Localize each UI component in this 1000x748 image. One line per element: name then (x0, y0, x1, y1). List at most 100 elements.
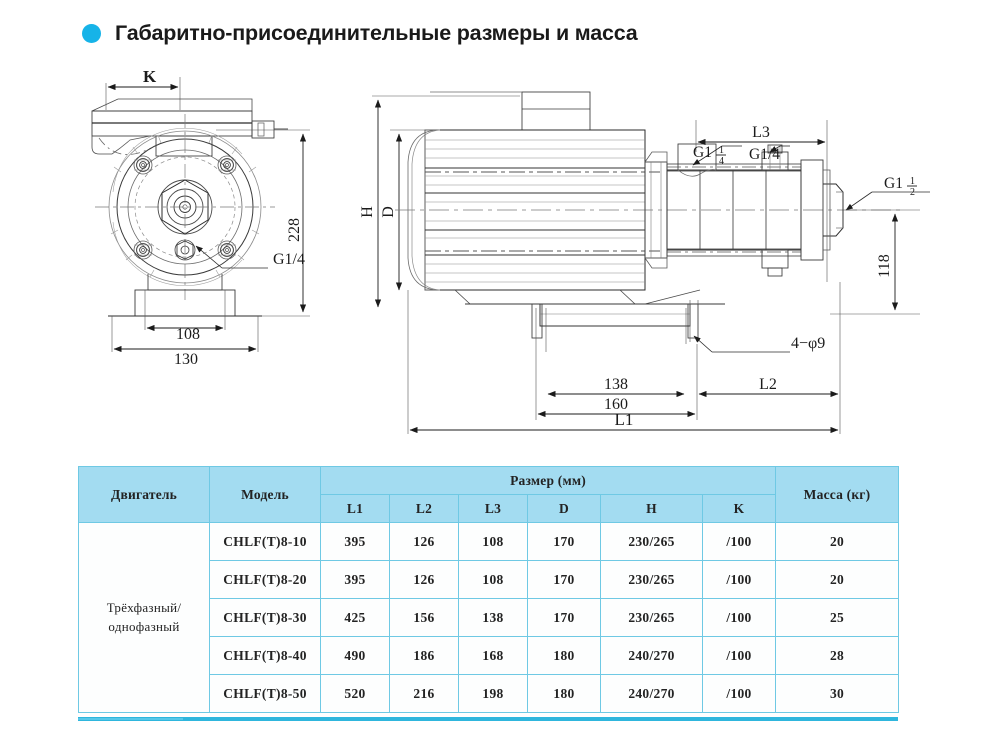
cell-k: /100 (701, 560, 777, 599)
dim-label-H: H (359, 206, 376, 218)
cell-l2: 216 (389, 674, 459, 713)
cell-h: 230/265 (600, 522, 703, 561)
cell-l1: 395 (320, 560, 390, 599)
callout-g1-4-side (769, 145, 790, 153)
table-bottom-rule-left (78, 718, 183, 720)
side-view-drawing (372, 91, 930, 434)
cell-l3: 198 (458, 674, 528, 713)
cell-l1: 395 (320, 522, 390, 561)
page-title-bar: Габаритно-присоединительные размеры и ма… (82, 14, 782, 52)
table-row: CHLF(T)8-40 490 186 168 180 240/270 /100… (79, 636, 900, 675)
cell-d: 170 (527, 560, 601, 599)
cell-k: /100 (701, 674, 777, 713)
title-bullet-icon (82, 23, 101, 43)
table-row: CHLF(T)8-50 520 216 198 180 240/270 /100… (79, 674, 900, 713)
cell-mass: 25 (775, 598, 900, 637)
dim-160 (535, 308, 698, 420)
spec-table-container: Двигатель Модель Размер (мм) Масса (кг) … (78, 466, 900, 713)
dim-K (105, 77, 181, 110)
table-row: CHLF(T)8-20 395 126 108 170 230/265 /100… (79, 560, 900, 599)
dim-label-108: 108 (176, 326, 200, 343)
dim-L1 (407, 290, 839, 434)
svg-text:4: 4 (719, 156, 724, 167)
table-head: Двигатель Модель Размер (мм) Масса (кг) … (78, 466, 900, 523)
dim-228 (216, 129, 310, 317)
dim-label-130: 130 (174, 351, 198, 368)
cell-model: CHLF(T)8-20 (209, 560, 321, 599)
callout-label-4phi9: 4−φ9 (791, 335, 825, 352)
table-row: CHLF(T)8-30 425 156 138 170 230/265 /100… (79, 598, 900, 637)
th-dim-l3: L3 (458, 494, 528, 523)
svg-text:1: 1 (910, 176, 915, 187)
svg-text:2: 2 (910, 187, 915, 198)
th-model: Модель (209, 466, 321, 523)
cell-k: /100 (701, 598, 777, 637)
th-dim-d: D (527, 494, 601, 523)
cell-mass: 20 (775, 522, 900, 561)
cell-l2: 126 (389, 560, 459, 599)
callout-label-g1-1-2: G1 1 2 (884, 175, 917, 198)
callout-label-g14-front: G1/4 (273, 251, 305, 268)
cell-h: 240/270 (600, 674, 703, 713)
dim-L2 (698, 282, 841, 434)
cell-mass: 30 (775, 674, 900, 713)
cell-model: CHLF(T)8-10 (209, 522, 321, 561)
cell-l3: 108 (458, 560, 528, 599)
technical-drawing: K 108 130 G1/4 228 H D L3 G1 1 4 G1/4 G1… (0, 52, 1000, 442)
cell-h: 240/270 (600, 636, 703, 675)
cell-motor-type: Трёхфазный/ однофазный (78, 522, 210, 713)
cell-model: CHLF(T)8-40 (209, 636, 321, 675)
dim-118 (830, 209, 920, 315)
callout-4phi9 (693, 335, 790, 353)
dim-label-K: K (143, 67, 157, 86)
motor-type-line-1: Трёхфазный/ (106, 599, 182, 615)
cell-model: CHLF(T)8-30 (209, 598, 321, 637)
cell-mass: 20 (775, 560, 900, 599)
dim-138 (545, 308, 687, 398)
front-view-drawing (91, 77, 310, 353)
cell-h: 230/265 (600, 598, 703, 637)
cell-l2: 186 (389, 636, 459, 675)
table-header-row-1: Двигатель Модель Размер (мм) Масса (кг) (78, 466, 900, 523)
cell-k: /100 (701, 522, 777, 561)
cell-model: CHLF(T)8-50 (209, 674, 321, 713)
cell-l1: 490 (320, 636, 390, 675)
th-motor: Двигатель (78, 466, 210, 523)
cell-d: 170 (527, 522, 601, 561)
dim-label-228: 228 (286, 218, 303, 242)
dim-label-L2: L2 (759, 376, 777, 393)
callout-label-g1-1-4: G1 1 4 (693, 144, 726, 167)
cell-l2: 156 (389, 598, 459, 637)
cell-d: 180 (527, 674, 601, 713)
cell-l1: 425 (320, 598, 390, 637)
callout-g1-1-2 (845, 191, 930, 211)
cell-l3: 138 (458, 598, 528, 637)
motor-type-line-2: однофазный (108, 618, 180, 634)
th-dim-l1: L1 (320, 494, 390, 523)
cell-d: 180 (527, 636, 601, 675)
callout-g1-1-4 (692, 145, 742, 166)
cell-l2: 126 (389, 522, 459, 561)
cell-mass: 28 (775, 636, 900, 675)
callout-label-g14-side: G1/4 (749, 146, 780, 163)
table-body: Трёхфазный/ однофазный CHLF(T)8-10 395 1… (78, 522, 900, 713)
table-header-row-2: L1 L2 L3 D H K (79, 494, 899, 523)
th-dim-h: H (600, 494, 703, 523)
table-row: Трёхфазный/ однофазный CHLF(T)8-10 395 1… (78, 522, 900, 713)
dim-label-138: 138 (604, 376, 628, 393)
svg-text:G1: G1 (884, 175, 903, 192)
dim-label-L3: L3 (752, 124, 770, 141)
cell-h: 230/265 (600, 560, 703, 599)
table-bottom-rule (78, 717, 898, 721)
callout-g14-front (195, 245, 268, 269)
cell-l3: 168 (458, 636, 528, 675)
cell-l3: 108 (458, 522, 528, 561)
th-dim-l2: L2 (389, 494, 459, 523)
cell-d: 170 (527, 598, 601, 637)
th-size-group: Размер (мм) (319, 466, 777, 495)
dim-label-D: D (380, 206, 397, 218)
dim-label-160: 160 (604, 396, 628, 413)
svg-text:1: 1 (719, 145, 724, 156)
th-mass: Масса (кг) (775, 466, 900, 523)
dim-label-L1: L1 (615, 410, 634, 429)
